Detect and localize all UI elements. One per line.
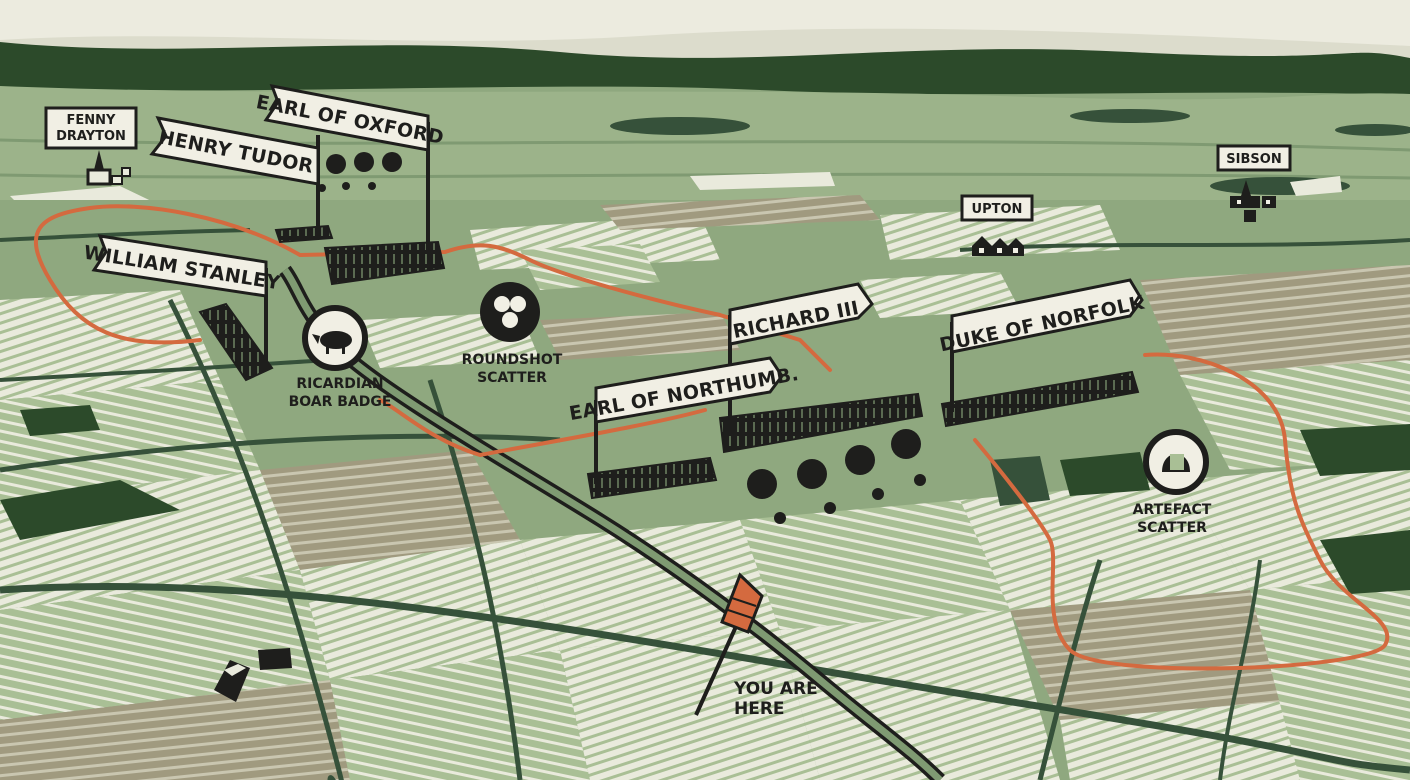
you-are-here-label: YOU ARE: [733, 679, 818, 699]
army-william-stanley: WILLIAM STANLEY: [82, 234, 282, 382]
banner-earl-of-oxford: [263, 84, 430, 152]
village-sibson: SIBSON: [1216, 144, 1292, 222]
village-fenny-drayton: FENNY DRAYTON: [44, 106, 138, 186]
banner-henry-tudor: [149, 115, 320, 186]
poi-label: ARTEFACT: [1133, 502, 1212, 518]
cannon-icon: [318, 152, 402, 192]
you-are-here-marker[interactable]: YOU ARE HERE: [694, 572, 818, 719]
banner-william-stanley: [91, 234, 268, 298]
farm-buildings-icon: [214, 648, 292, 702]
village-upton: UPTON: [960, 194, 1034, 256]
you-are-here-label: HERE: [734, 699, 785, 719]
poi-label: RICARDIAN: [296, 376, 383, 392]
village-label: SIBSON: [1226, 152, 1281, 167]
village-label-box: [44, 106, 138, 150]
church-icon: [1230, 180, 1276, 222]
village-label: UPTON: [972, 202, 1023, 217]
banner-duke-of-norfolk: [950, 278, 1144, 354]
poi-label: ROUNDSHOT: [462, 352, 563, 368]
house-icon: [972, 236, 1024, 256]
village-label-box: [960, 194, 1034, 222]
poi-label: SCATTER: [1137, 520, 1207, 536]
poi-label: BOAR BADGE: [289, 394, 392, 410]
village-label: FENNY: [67, 113, 117, 128]
banner-richard-iii: [728, 282, 874, 346]
poi-boar-badge[interactable]: RICARDIAN BOAR BADGE: [289, 305, 392, 410]
church-icon: [86, 150, 131, 186]
poi-roundshot-scatter[interactable]: ROUNDSHOT SCATTER: [462, 282, 563, 386]
village-label: DRAYTON: [56, 129, 126, 144]
poi-artefact-scatter[interactable]: ARTEFACT SCATTER: [1133, 429, 1212, 536]
village-label-box: [1216, 144, 1292, 172]
trail-route: [33, 204, 1390, 671]
banner-earl-of-northumb: [594, 356, 784, 424]
cannon-icon: [747, 429, 926, 524]
poi-label: SCATTER: [477, 370, 547, 386]
army-richard-iii: RICHARD III: [718, 282, 926, 524]
